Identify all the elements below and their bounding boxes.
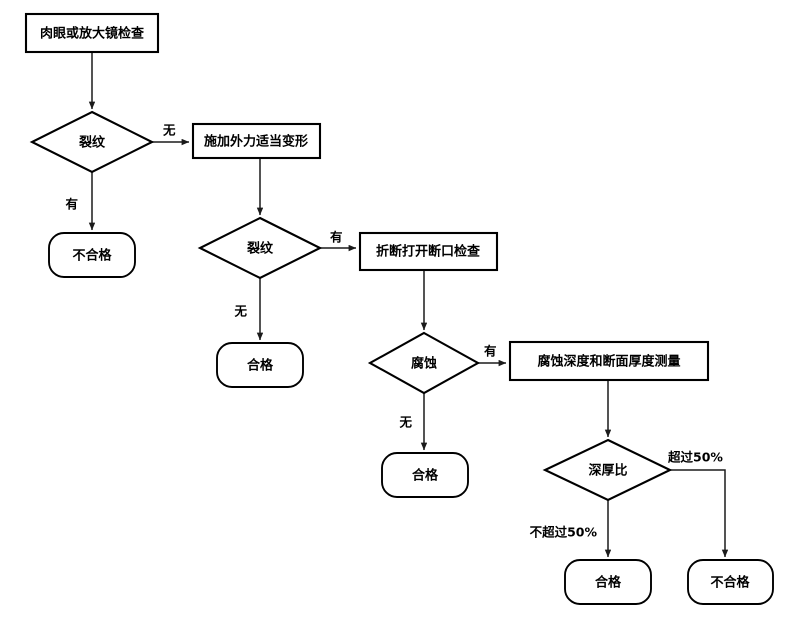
- node-n5-label: 裂纹: [246, 241, 274, 257]
- node-n12-label: 合格: [595, 575, 622, 591]
- node-n13-rounded: [687, 559, 774, 605]
- edge-label-n8-n9: 无: [398, 415, 412, 430]
- node-n8-label: 腐蚀: [411, 356, 437, 372]
- node-n11-label: 深厚比: [588, 463, 627, 479]
- edge-label-n11-n13: 超过50%: [667, 450, 723, 465]
- node-n1-rect: [24, 12, 160, 54]
- node-n7-rect: [358, 231, 499, 272]
- node-n7[interactable]: 折断打开断口检查: [358, 231, 499, 272]
- node-n13-label: 不合格: [710, 575, 750, 591]
- node-n5-diamond: [197, 216, 323, 280]
- node-n11-diamond: [542, 438, 673, 502]
- node-n1[interactable]: 肉眼或放大镜检查: [24, 12, 160, 54]
- node-n5[interactable]: 裂纹: [197, 216, 323, 280]
- node-n8[interactable]: 腐蚀: [367, 331, 481, 395]
- node-n9[interactable]: 合格: [381, 452, 469, 498]
- node-n7-label: 折断打开断口检查: [376, 244, 481, 260]
- node-n1-label: 肉眼或放大镜检查: [40, 26, 145, 42]
- node-n4-rect: [191, 122, 322, 160]
- node-n2[interactable]: 裂纹: [29, 110, 155, 174]
- node-n4-label: 施加外力适当变形: [204, 134, 308, 150]
- edge-label-layer: 无 有 有 无 有 无 不超过50% 超过50%: [65, 123, 723, 540]
- node-n10[interactable]: 腐蚀深度和断面厚度测量: [508, 340, 710, 382]
- node-n9-rounded: [381, 452, 469, 498]
- node-n3-rounded: [48, 232, 136, 278]
- node-n4[interactable]: 施加外力适当变形: [191, 122, 322, 160]
- edge-label-n5-n7: 有: [330, 230, 343, 245]
- node-n13[interactable]: 不合格: [687, 559, 774, 605]
- node-n3-label: 不合格: [72, 248, 112, 264]
- node-n8-diamond: [367, 331, 481, 395]
- node-n6-label: 合格: [247, 358, 274, 374]
- connector-layer: [88, 52, 729, 558]
- edge-label-n2-n4: 无: [162, 123, 176, 138]
- edge-n11-n13: [670, 469, 729, 558]
- node-n6[interactable]: 合格: [216, 342, 304, 388]
- edge-label-n8-n10: 有: [484, 344, 497, 359]
- node-n12-rounded: [564, 559, 652, 605]
- node-n3[interactable]: 不合格: [48, 232, 136, 278]
- node-n10-label: 腐蚀深度和断面厚度测量: [537, 354, 680, 370]
- node-n12[interactable]: 合格: [564, 559, 652, 605]
- edge-label-n2-n3: 有: [65, 197, 78, 212]
- node-n10-rect: [508, 340, 710, 382]
- node-n6-rounded: [216, 342, 304, 388]
- node-n2-diamond: [29, 110, 155, 174]
- node-n9-label: 合格: [412, 468, 439, 484]
- node-n11[interactable]: 深厚比: [542, 438, 673, 502]
- node-n2-label: 裂纹: [78, 135, 106, 151]
- edge-label-n11-n12: 不超过50%: [530, 525, 598, 540]
- edge-label-n5-n6: 无: [233, 304, 247, 319]
